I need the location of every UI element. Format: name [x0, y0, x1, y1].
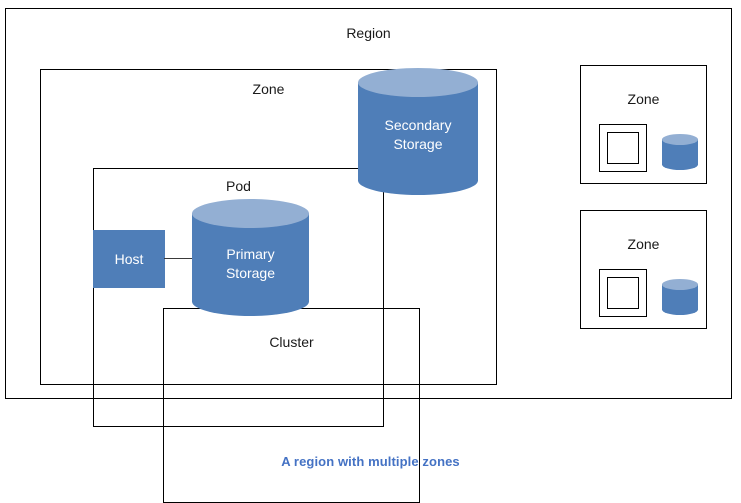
zone-card-2-storage-cylinder	[662, 279, 698, 315]
zone-card-2-label: Zone	[627, 236, 660, 252]
primary-storage-label: Primary Storage	[192, 245, 309, 283]
cylinder-body	[358, 82, 478, 181]
secondary-storage-label-line2: Storage	[393, 136, 443, 152]
primary-storage-cylinder: Primary Storage	[192, 199, 309, 316]
zone-card-1-storage-cylinder	[662, 134, 698, 170]
zone-card-1-cluster-square	[607, 132, 639, 164]
cylinder-top-ellipse	[662, 134, 698, 145]
zone-card-1-pod-square	[599, 124, 647, 172]
cluster-label: Cluster	[269, 334, 314, 350]
secondary-storage-label: Secondary Storage	[358, 116, 478, 154]
zone-card-2: Zone	[580, 210, 707, 329]
diagram-caption: A region with multiple zones	[281, 454, 460, 469]
pod-label: Pod	[226, 178, 251, 194]
secondary-storage-label-line1: Secondary	[384, 117, 452, 133]
host-node: Host	[93, 230, 165, 288]
cluster-container: Cluster	[163, 308, 420, 503]
secondary-storage-cylinder: Secondary Storage	[358, 68, 478, 195]
primary-storage-label-line1: Primary	[226, 246, 275, 262]
primary-storage-label-line2: Storage	[225, 265, 276, 281]
zone-card-2-pod-square	[599, 269, 647, 317]
zone-main-label: Zone	[252, 81, 285, 97]
host-label: Host	[114, 251, 144, 267]
host-to-primary-storage-connector	[164, 258, 200, 259]
cylinder-top-ellipse	[662, 279, 698, 290]
zone-card-1-label: Zone	[627, 91, 660, 107]
region-label: Region	[346, 25, 391, 41]
cylinder-top-ellipse	[358, 68, 478, 97]
cylinder-top-ellipse	[192, 199, 309, 228]
zone-card-2-cluster-square	[607, 277, 639, 309]
zone-card-1: Zone	[580, 65, 707, 184]
